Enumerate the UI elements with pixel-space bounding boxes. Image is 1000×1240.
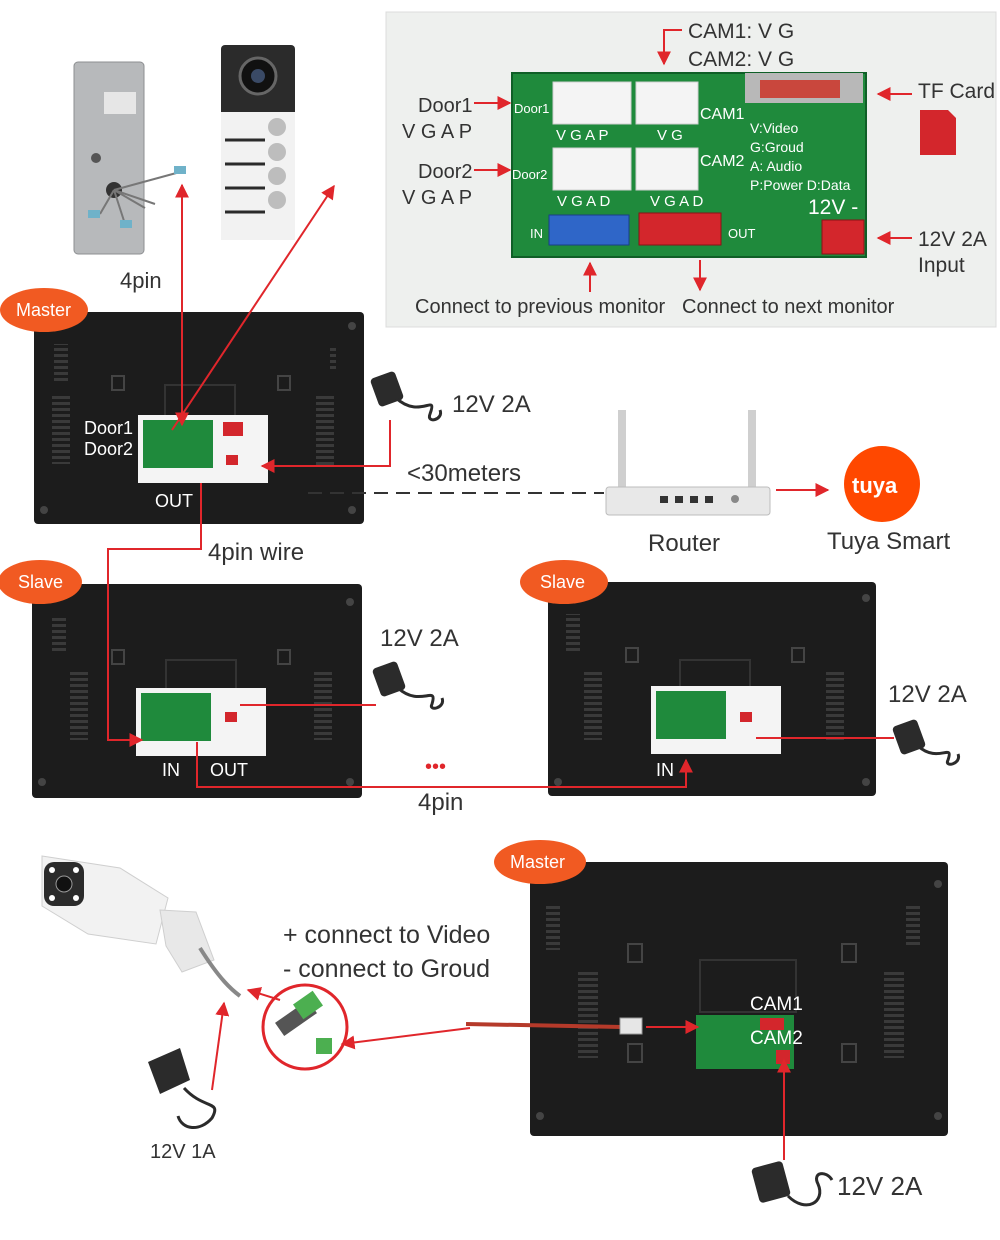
- door2-pins: V G A P: [402, 187, 472, 209]
- legend-power-data: P:Power D:Data: [750, 177, 851, 193]
- cam-header-1: CAM1: V G: [688, 20, 794, 43]
- master-monitor-bottom: [530, 862, 948, 1136]
- slave-badge-2: Slave: [520, 560, 608, 604]
- cable-plug: [619, 1017, 643, 1035]
- door2-monitor-label: Door2: [84, 439, 133, 459]
- tf-card-icon: [920, 110, 956, 155]
- power-adapter-icon: [372, 661, 445, 710]
- bottom-master-power-label: 12V 2A: [837, 1171, 923, 1201]
- cam2-label: CAM2: [750, 1028, 803, 1049]
- power-input-sub: Input: [918, 254, 965, 277]
- door2-connector: [552, 147, 632, 191]
- master-monitor: [34, 312, 364, 524]
- four-pin-bottom-label: 4pin: [418, 789, 463, 816]
- in-label-slave2: IN: [656, 760, 674, 780]
- door-station-single: [73, 61, 186, 255]
- master-power-label: 12V 2A: [452, 391, 531, 418]
- svg-text:Master: Master: [16, 300, 71, 320]
- router-label: Router: [648, 530, 720, 557]
- master-badge-bottom: Master: [494, 840, 586, 884]
- distance-label: <30meters: [407, 460, 521, 487]
- slave-monitor-2: [548, 582, 876, 796]
- door1-monitor-label: Door1: [84, 418, 133, 438]
- in-connector: [548, 214, 630, 246]
- legend-video: V:Video: [750, 120, 798, 136]
- door1-connector: [552, 81, 632, 125]
- board-vgap: V G A P: [556, 127, 609, 144]
- detail-panel: CAM1: V G CAM2: V G Door1 V G A P Door2 …: [385, 11, 997, 328]
- legend-ground: G:Groud: [750, 139, 804, 155]
- tuya-logo: tuya: [844, 446, 920, 522]
- camera-wiring: [211, 987, 791, 1160]
- slave2-power-label: 12V 2A: [888, 681, 967, 708]
- legend-audio: A: Audio: [750, 158, 802, 174]
- svg-text:Slave: Slave: [18, 572, 63, 592]
- cam2-connector: [635, 147, 699, 191]
- svg-text:Master: Master: [510, 852, 565, 872]
- board-door1: Door1: [514, 101, 549, 116]
- power-adapter-icon: [148, 1048, 217, 1129]
- board-cam1: CAM1: [700, 106, 745, 123]
- four-pin-wire-label: 4pin wire: [208, 539, 304, 566]
- router-icon: [605, 410, 771, 516]
- slave1-power-label: 12V 2A: [380, 625, 459, 652]
- power-adapter-icon: [370, 371, 443, 422]
- board-vgad-right: V G A D: [650, 193, 704, 210]
- cam1-label: CAM1: [750, 994, 803, 1015]
- board-vgad-left: V G A D: [557, 193, 611, 210]
- board-in: IN: [530, 226, 543, 241]
- out-label-slave1: OUT: [210, 760, 248, 780]
- door2-label: Door2: [418, 161, 472, 183]
- four-pin-label: 4pin: [120, 268, 162, 293]
- cam1-connector: [635, 81, 699, 125]
- wiring-lines: [107, 183, 894, 788]
- ground-note: - connect to Groud: [283, 955, 490, 983]
- board-vg: V G: [657, 127, 683, 144]
- connect-prev-label: Connect to previous monitor: [415, 296, 665, 318]
- power-input-label: 12V 2A: [918, 228, 987, 251]
- more-monitors-ellipsis: •••: [425, 756, 446, 778]
- video-note: + connect to Video: [283, 921, 490, 949]
- bullet-camera: [41, 855, 242, 998]
- power-adapter-icon: [751, 1161, 834, 1207]
- out-connector: [638, 212, 722, 246]
- board-12v: 12V -: [808, 196, 858, 219]
- tf-card-label: TF Card: [918, 80, 995, 103]
- bnc-adapter-icon: [261, 983, 349, 1071]
- door-station-multi: [221, 45, 295, 240]
- camera-power-label: 12V 1A: [150, 1141, 216, 1163]
- door1-label: Door1: [418, 95, 472, 117]
- master-badge-top: Master: [0, 288, 88, 332]
- tuya-smart-label: Tuya Smart: [827, 528, 950, 555]
- power-adapter-icon: [892, 719, 961, 766]
- connect-next-label: Connect to next monitor: [682, 296, 895, 318]
- svg-text:tuya: tuya: [852, 473, 898, 498]
- cam-header-2: CAM2: V G: [688, 48, 794, 71]
- board-out: OUT: [728, 226, 756, 241]
- in-label-slave1: IN: [162, 760, 180, 780]
- slave-monitor-1: [32, 584, 362, 798]
- out-label-master: OUT: [155, 491, 193, 511]
- slave-badge-1: Slave: [0, 560, 82, 604]
- board-door2: Door2: [512, 167, 547, 182]
- power-connector: [821, 219, 865, 255]
- board-cam2: CAM2: [700, 153, 745, 170]
- svg-text:Slave: Slave: [540, 572, 585, 592]
- door1-pins: V G A P: [402, 121, 472, 143]
- camera-cable: [465, 1022, 623, 1029]
